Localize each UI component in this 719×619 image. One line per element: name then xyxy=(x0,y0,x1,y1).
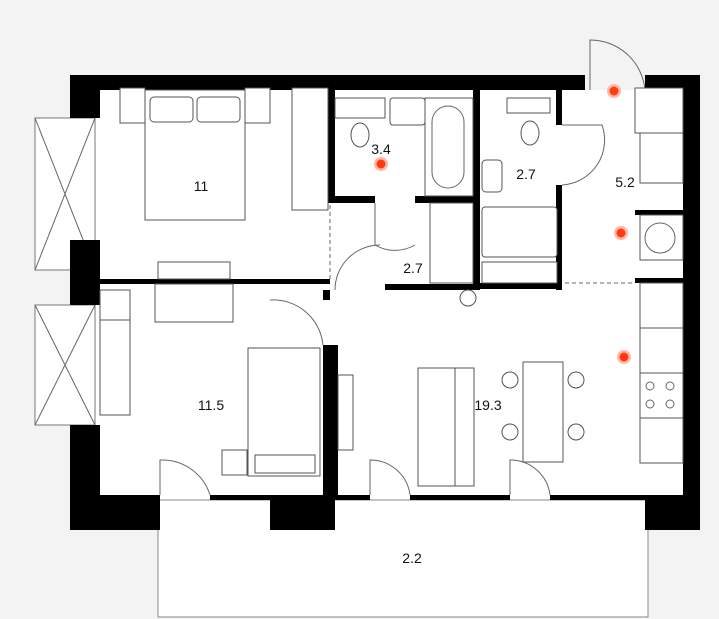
kids-furniture xyxy=(99,283,321,477)
room-area-hallway: 5.2 xyxy=(615,174,635,190)
room-area-kids-room: 11.5 xyxy=(197,397,225,413)
room-area-bathroom-2: 2.7 xyxy=(516,166,536,182)
markers xyxy=(374,84,631,364)
room-area-bathroom-1: 3.4 xyxy=(371,141,391,157)
bed-double xyxy=(119,87,329,280)
room-area-balcony: 2.2 xyxy=(402,550,422,566)
living-furniture xyxy=(337,289,585,487)
walls xyxy=(70,75,700,530)
doors xyxy=(159,39,646,496)
room-area-storage: 2.7 xyxy=(403,260,423,276)
marker-dot xyxy=(616,228,626,238)
kitchen-units xyxy=(634,87,684,464)
room-area-living-kitchen: 19.3 xyxy=(474,397,502,413)
bathroom-2-fixtures xyxy=(481,97,558,284)
bathroom-1-fixtures xyxy=(334,97,474,284)
marker-dot xyxy=(619,352,629,362)
balcony xyxy=(157,499,649,618)
room-area-bedroom: 11 xyxy=(193,178,209,194)
marker-dot xyxy=(609,86,619,96)
marker-dot xyxy=(376,159,386,169)
